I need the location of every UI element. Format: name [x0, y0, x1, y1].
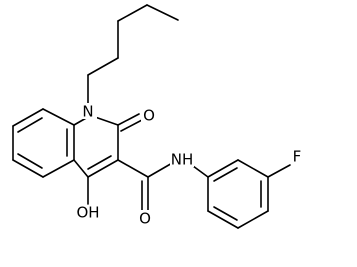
amide-nitrogen-label-background [170, 151, 194, 167]
ring-nitrogen-label: N [82, 103, 93, 121]
c3-c4-double-bond-inner [87, 155, 112, 170]
n-to-carbonyl-carbon-bond [94, 116, 119, 126]
c3-to-c4-bond [87, 159, 119, 178]
phenyl-bond-1 [207, 159, 239, 178]
butyl-bond-4 [87, 57, 119, 76]
amide-carbon-to-nh-bond [147, 161, 175, 178]
phenyl-double-bond-1-inner [213, 167, 238, 182]
amide-oxygen-label: O [139, 210, 151, 228]
ring-carbonyl-bond-1 [117, 113, 140, 126]
phenyl-bond-2 [237, 159, 269, 178]
benzo-bond-2 [12, 108, 44, 127]
hydroxyl-label-background [77, 205, 100, 221]
ring-carbonyl-oxygen-label: O [143, 107, 155, 125]
n1-label-background [81, 103, 97, 119]
hydroxyl-label: OH [76, 204, 99, 222]
butyl-bond-1 [146, 4, 179, 21]
phenyl-bond-4 [237, 210, 269, 229]
nh-to-phenyl-bond [192, 165, 209, 178]
c4-to-benzo-bond [73, 159, 89, 178]
amide-nitrogen-label: NH [171, 151, 194, 169]
fluorine-label-background [290, 148, 304, 164]
benzo-bond-5 [42, 159, 75, 178]
benzo-bond-4 [12, 159, 44, 178]
c3-to-amide-carbon-bond [117, 159, 149, 178]
butyl-bond-2 [117, 4, 148, 22]
benzo-double-bond-2-inner [17, 117, 43, 133]
phenyl-bond-5 [207, 210, 239, 229]
ring-carbonyl-oxygen-label-background [141, 107, 157, 123]
fluorine-label: F [293, 148, 302, 166]
amide-oxygen-label-background [137, 210, 153, 226]
phenyl-to-f-bond [267, 164, 291, 178]
benzo-bond-1 [42, 108, 75, 126]
phenyl-double-bond-5-inner [213, 206, 238, 221]
benzo-double-bond-4-inner [17, 153, 43, 169]
ring-carbonyl-bond-2 [120, 119, 143, 132]
